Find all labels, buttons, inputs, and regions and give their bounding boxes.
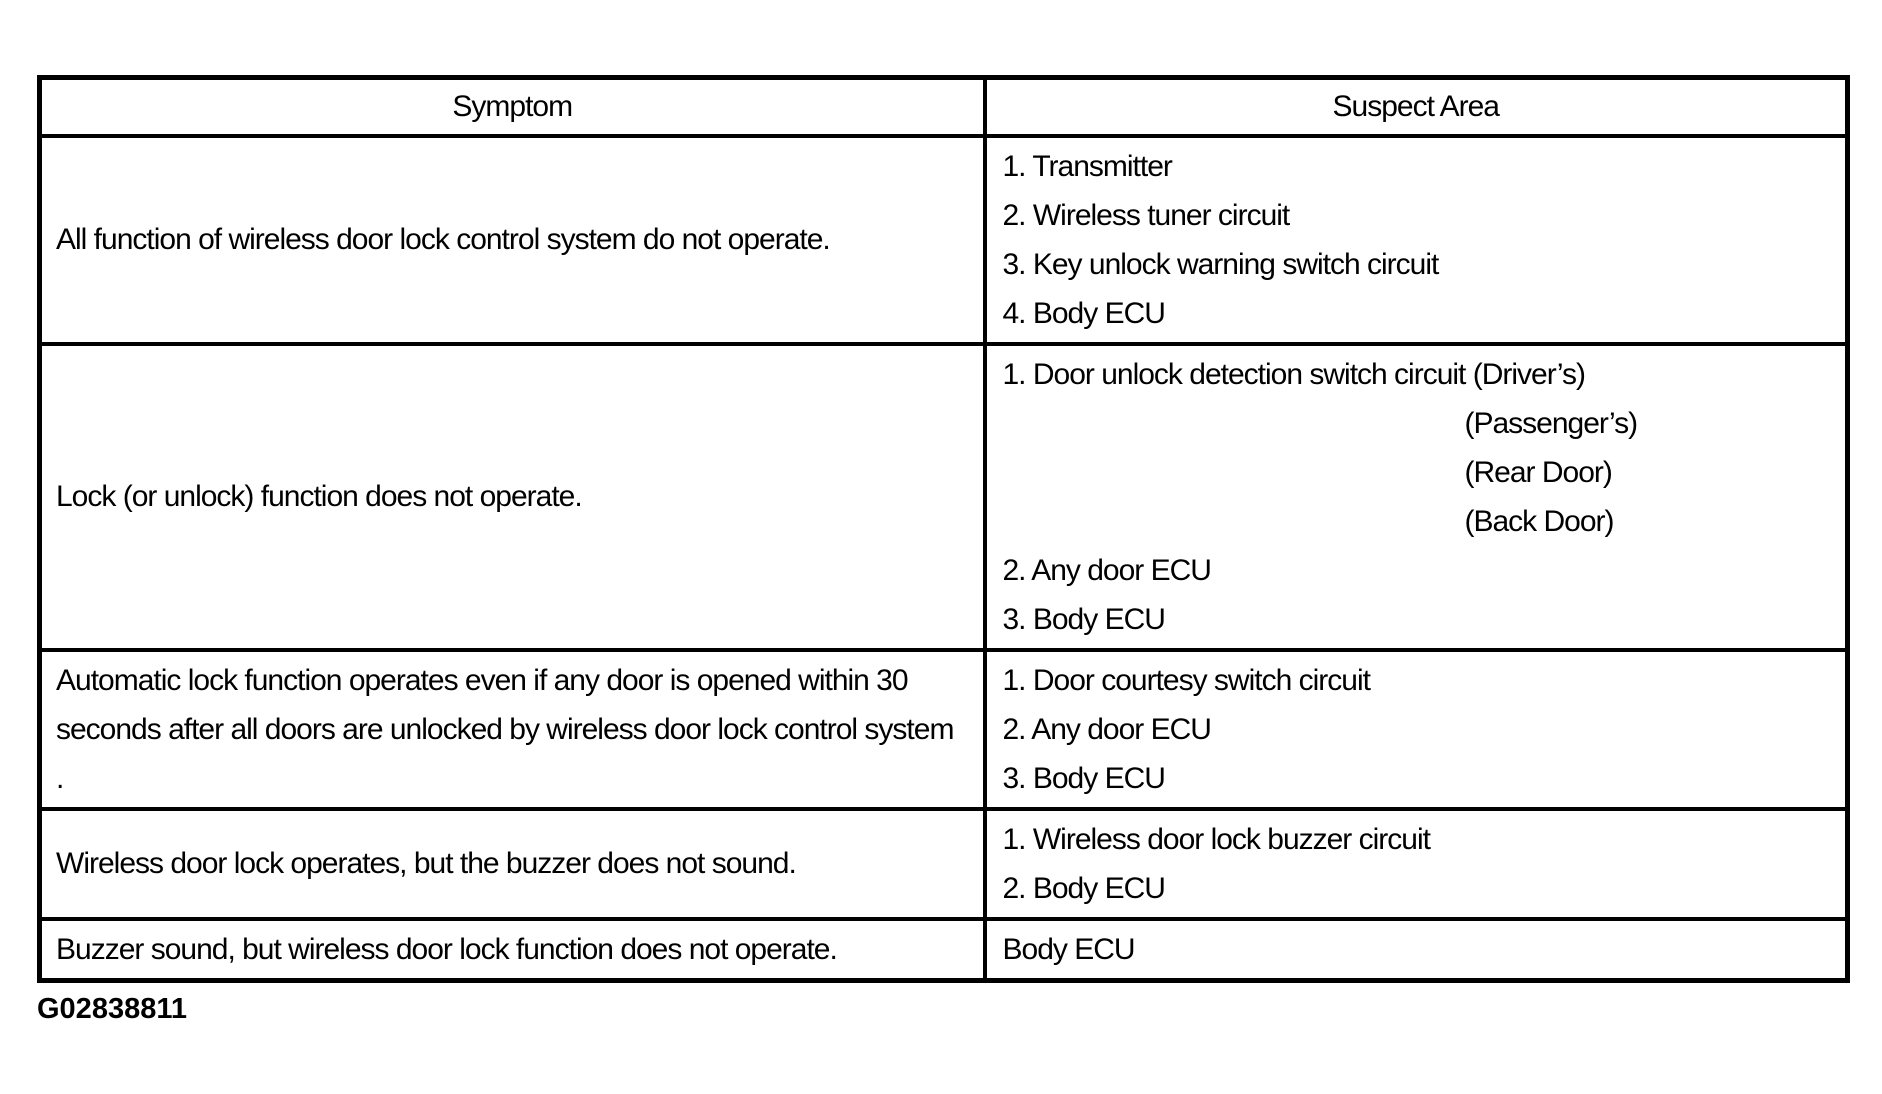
table-row: Wireless door lock operates, but the buz… (37, 806, 1850, 921)
suspect-cell: 1. Door courtesy switch circuit 2. Any d… (982, 647, 1850, 811)
suspect-item: 4. Body ECU (1002, 296, 1166, 330)
suspect-item: 3. Body ECU (1002, 602, 1166, 636)
symptom-cell: Wireless door lock operates, but the buz… (37, 806, 987, 921)
table-header-row: Symptom Suspect Area (37, 75, 1850, 138)
suspect-item: Body ECU (1002, 932, 1136, 966)
suspect-cell: Body ECU (982, 916, 1850, 982)
symptom-cell: Buzzer sound, but wireless door lock fun… (37, 916, 987, 982)
suspect-item-continuation: (Passenger’s) (1464, 406, 1639, 440)
suspect-item: 1. Door courtesy switch circuit (1002, 663, 1371, 697)
suspect-item: 2. Wireless tuner circuit (1002, 198, 1291, 232)
table-row: Lock (or unlock) function does not opera… (37, 341, 1850, 652)
suspect-item: 2. Any door ECU (1002, 712, 1212, 746)
table-row: Buzzer sound, but wireless door lock fun… (37, 916, 1850, 982)
suspect-cell: 1. Door unlock detection switch circuit … (982, 341, 1850, 652)
suspect-cell: 1. Transmitter 2. Wireless tuner circuit… (982, 133, 1850, 346)
symptom-cell: Automatic lock function operates even if… (37, 647, 987, 811)
suspect-area-column-header: Suspect Area (982, 75, 1850, 138)
suspect-item-continuation: (Rear Door) (1464, 455, 1613, 489)
suspect-cell: 1. Wireless door lock buzzer circuit 2. … (982, 806, 1850, 921)
figure-id: G02838811 (37, 993, 187, 1025)
suspect-item: 2. Body ECU (1002, 871, 1166, 905)
suspect-item: 1. Wireless door lock buzzer circuit (1002, 822, 1431, 856)
symptom-cell: Lock (or unlock) function does not opera… (37, 341, 987, 652)
suspect-item: 3. Body ECU (1002, 761, 1166, 795)
table-row: All function of wireless door lock contr… (37, 133, 1850, 346)
suspect-item: 1. Transmitter (1002, 149, 1173, 183)
suspect-item-continuation: (Back Door) (1464, 504, 1615, 538)
suspect-item: 3. Key unlock warning switch circuit (1002, 247, 1440, 281)
table-row: Automatic lock function operates even if… (37, 647, 1850, 811)
symptom-suspect-table: Symptom Suspect Area All function of wir… (37, 75, 1850, 983)
symptom-column-header: Symptom (37, 75, 987, 138)
symptom-cell: All function of wireless door lock contr… (37, 133, 987, 346)
suspect-item: 2. Any door ECU (1002, 553, 1212, 587)
suspect-item: 1. Door unlock detection switch circuit … (1002, 357, 1586, 391)
